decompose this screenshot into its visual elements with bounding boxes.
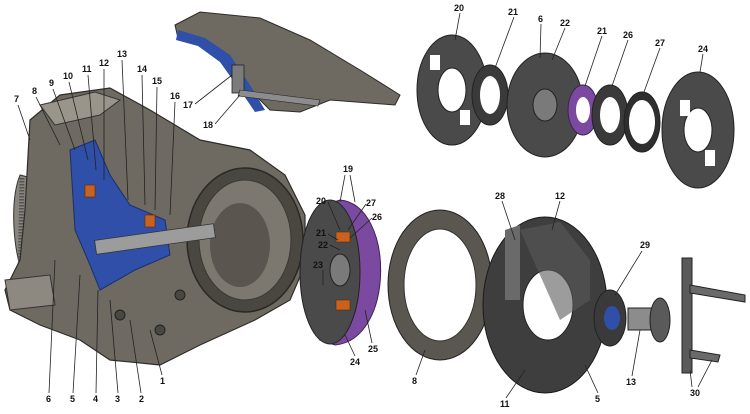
label-5b: 5 [595, 394, 600, 404]
label-1: 1 [160, 376, 165, 386]
label-30: 30 [690, 388, 700, 398]
label-24: 24 [350, 357, 360, 367]
label-29: 29 [640, 240, 650, 250]
label-3: 3 [115, 394, 120, 404]
label-21: 21 [316, 228, 326, 238]
label-8: 8 [32, 86, 37, 96]
label-20b: 20 [454, 3, 464, 13]
label-5: 5 [70, 394, 75, 404]
label-10: 10 [63, 71, 73, 81]
label-6b: 6 [538, 14, 543, 24]
callout-labels: 1 2 3 4 5 6 7 8 9 10 11 12 13 14 15 16 1… [14, 3, 713, 409]
label-16: 16 [170, 91, 180, 101]
label-11: 11 [82, 64, 92, 74]
label-26: 26 [372, 212, 382, 222]
label-26b: 26 [623, 30, 633, 40]
label-2: 2 [139, 394, 144, 404]
label-24b: 24 [698, 44, 708, 54]
label-21b: 21 [508, 7, 518, 17]
release-fork [681, 257, 746, 374]
label-13: 13 [117, 49, 127, 59]
label-8b: 8 [412, 376, 417, 386]
label-13b: 13 [626, 377, 636, 387]
label-20: 20 [316, 196, 326, 206]
label-6: 6 [46, 394, 51, 404]
pressure-plate-ring [387, 209, 493, 361]
label-21c: 21 [597, 26, 607, 36]
clutch-cover-diaphragm [482, 216, 608, 394]
label-11b: 11 [500, 399, 510, 409]
label-12b: 12 [555, 191, 565, 201]
label-27: 27 [366, 198, 376, 208]
label-9: 9 [49, 78, 54, 88]
label-27b: 27 [655, 38, 665, 48]
label-4: 4 [93, 394, 98, 404]
label-22: 22 [318, 240, 328, 250]
label-25: 25 [368, 344, 378, 354]
label-12: 12 [99, 58, 109, 68]
label-22b: 22 [560, 18, 570, 28]
label-17: 17 [183, 100, 193, 110]
label-23: 23 [313, 260, 323, 270]
gearbox-housing [4, 87, 306, 366]
label-19: 19 [343, 164, 353, 174]
release-fork-bracket [174, 11, 401, 113]
release-bearing [593, 289, 671, 347]
driven-disc-assembly [299, 199, 382, 346]
label-15: 15 [152, 76, 162, 86]
driven-disc-parts [416, 34, 735, 189]
label-14: 14 [137, 64, 147, 74]
label-28: 28 [495, 191, 505, 201]
label-7: 7 [14, 94, 19, 104]
label-18: 18 [203, 120, 213, 130]
